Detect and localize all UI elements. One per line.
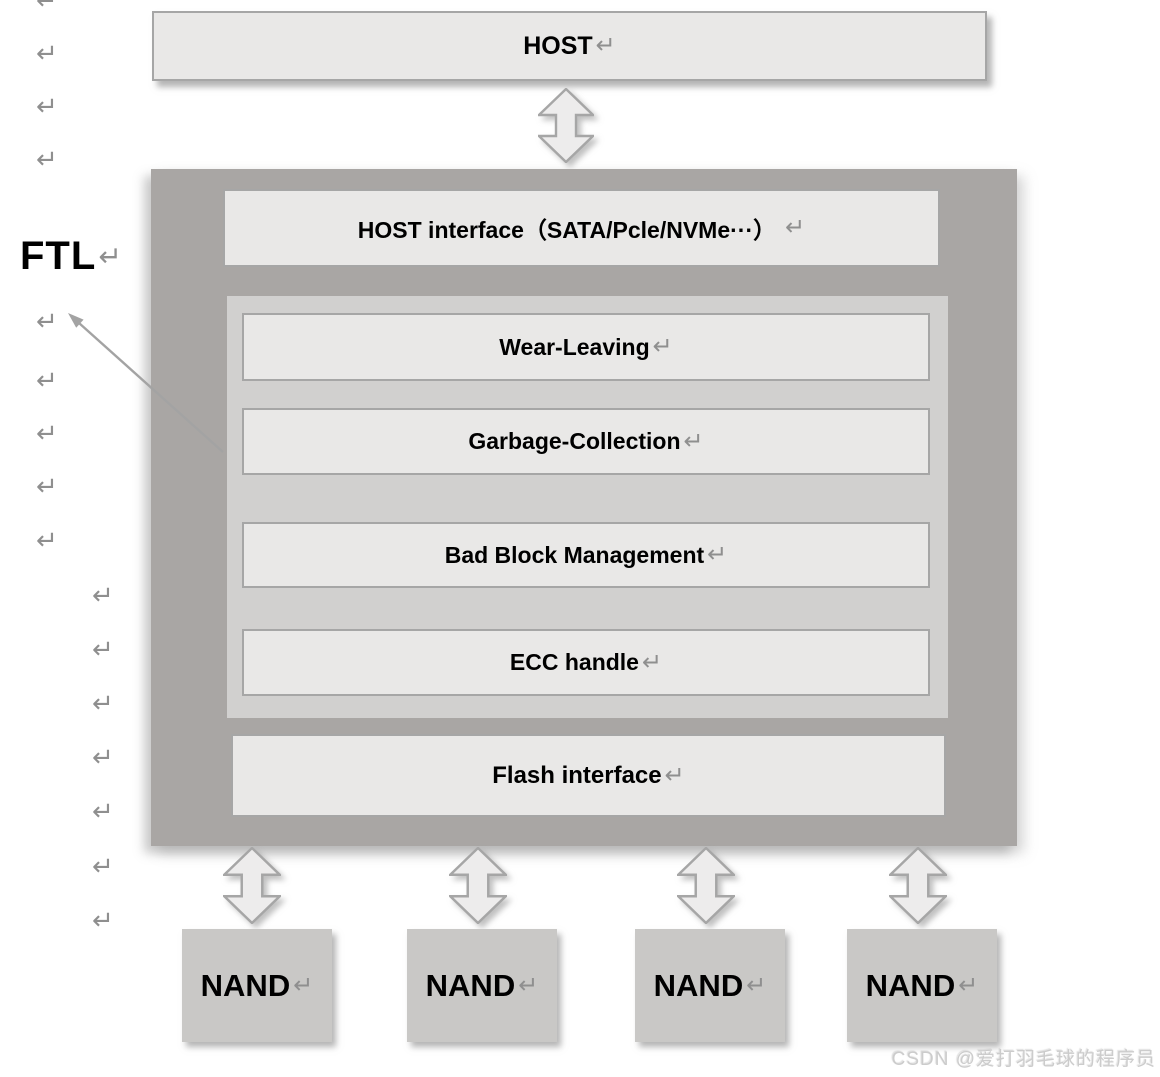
nand-label: NAND	[425, 967, 516, 1003]
updown-arrow-icon	[538, 88, 594, 163]
nand-box: NAND↵	[847, 929, 997, 1042]
paragraph-mark-icon: ↵	[641, 648, 663, 676]
ecc-handle-box: ECC handle↵	[242, 629, 930, 696]
host-box: HOST↵	[152, 11, 987, 81]
ftl-annotation-arrow-icon	[68, 313, 224, 453]
host-interface-box: HOST interface（SATA/Pcle/NVMe···） ↵	[223, 189, 940, 267]
paragraph-mark-icon: ↵	[707, 541, 728, 568]
paragraph-mark-icon: ↵	[92, 796, 114, 826]
ftl-label-group: FTL↵	[20, 234, 122, 279]
flash-interface-label: Flash interface	[492, 761, 662, 789]
ecc-handle-label: ECC handle	[509, 649, 639, 675]
nand-label: NAND	[865, 967, 956, 1003]
paragraph-mark-icon: ↵	[36, 91, 58, 121]
nand-label: NAND	[653, 967, 744, 1003]
paragraph-mark-icon: ↵	[98, 240, 122, 272]
nand-box: NAND↵	[182, 929, 332, 1042]
paragraph-mark-icon: ↵	[36, 471, 58, 501]
paragraph-mark-icon: ↵	[683, 427, 704, 455]
paragraph-mark-icon: ↵	[36, 0, 58, 15]
paragraph-mark-icon: ↵	[958, 971, 979, 999]
garbage-collection-label: Garbage-Collection	[468, 428, 681, 454]
paragraph-mark-icon: ↵	[36, 306, 58, 336]
host-interface-label: HOST interface（SATA/Pcle/NVMe···）	[357, 217, 777, 243]
paragraph-mark-icon: ↵	[36, 525, 58, 555]
host-label: HOST	[523, 31, 593, 60]
paragraph-mark-icon: ↵	[785, 214, 806, 241]
nand-box: NAND↵	[635, 929, 785, 1042]
updown-arrow-icon	[889, 847, 947, 924]
updown-arrow-icon	[449, 847, 507, 924]
wear-leveling-label: Wear-Leaving	[499, 333, 650, 360]
paragraph-mark-icon: ↵	[746, 971, 767, 999]
paragraph-mark-icon: ↵	[36, 418, 58, 448]
paragraph-mark-icon: ↵	[92, 580, 114, 610]
paragraph-mark-icon: ↵	[92, 742, 114, 772]
bad-block-management-box: Bad Block Management↵	[242, 522, 930, 588]
paragraph-mark-icon: ↵	[36, 38, 58, 68]
paragraph-mark-icon: ↵	[92, 688, 114, 718]
wear-leveling-box: Wear-Leaving↵	[242, 313, 930, 381]
nand-box: NAND↵	[407, 929, 557, 1042]
updown-arrow-icon	[677, 847, 735, 924]
paragraph-mark-icon: ↵	[92, 851, 114, 881]
paragraph-mark-icon: ↵	[595, 32, 616, 59]
paragraph-mark-icon: ↵	[36, 365, 58, 395]
flash-interface-box: Flash interface↵	[231, 734, 946, 817]
paragraph-mark-icon: ↵	[92, 634, 114, 664]
paragraph-mark-icon: ↵	[652, 333, 673, 360]
bad-block-management-label: Bad Block Management	[444, 541, 705, 568]
paragraph-mark-icon: ↵	[36, 144, 58, 174]
paragraph-mark-icon: ↵	[92, 905, 114, 935]
watermark: CSDN @爱打羽毛球的程序员	[891, 1049, 1156, 1070]
nand-label: NAND	[200, 967, 291, 1003]
garbage-collection-box: Garbage-Collection↵	[242, 408, 930, 475]
paragraph-mark-icon: ↵	[664, 761, 685, 789]
ftl-label: FTL	[20, 234, 97, 278]
updown-arrow-icon	[223, 847, 281, 924]
paragraph-mark-icon: ↵	[518, 971, 539, 999]
paragraph-mark-icon: ↵	[293, 971, 314, 999]
